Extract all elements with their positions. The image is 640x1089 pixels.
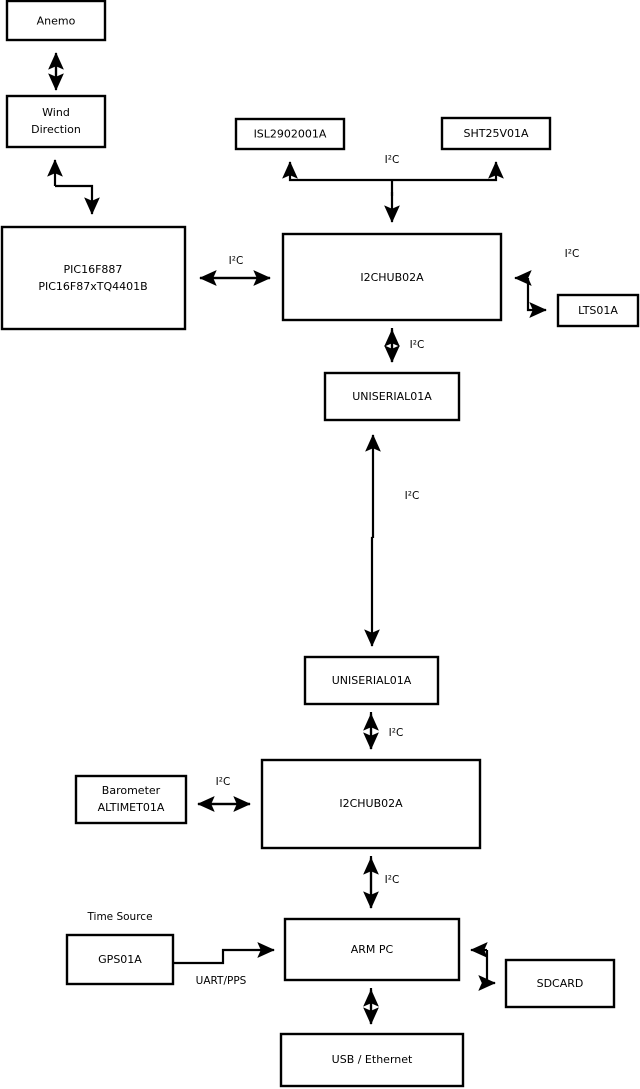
node-anemo[interactable]: Anemo	[5, 0, 107, 42]
edge-label-hub-sensors: I²C	[385, 154, 400, 166]
node-barometer[interactable]: Barometer ALTIMET01A	[74, 774, 188, 825]
edge-uniserial-link-elbow	[364, 536, 380, 647]
edge-layer	[47, 52, 547, 1025]
edge-label-layer: I²C I²C I²C I²C I²C I²C I²C I²C UART/PPS	[196, 154, 580, 987]
node-label-barometer-line2: ALTIMET01A	[98, 801, 165, 814]
node-label-hub-bottom: I2CHUB02A	[339, 797, 403, 810]
node-sht25v01a[interactable]: SHT25V01A	[440, 116, 552, 151]
node-label-pic-line1: PIC16F887	[64, 263, 123, 276]
node-uniserial01a-upper[interactable]: UNISERIAL01A	[323, 371, 461, 422]
edge-label-pic-hub: I²C	[229, 255, 244, 267]
node-label-anemo: Anemo	[37, 15, 76, 28]
edge-label-gps-armpc: UART/PPS	[196, 975, 247, 987]
node-uniserial01a-lower[interactable]: UNISERIAL01A	[303, 655, 440, 706]
node-i2chub02a-top[interactable]: I2CHUB02A	[281, 232, 503, 322]
edge-label-hub-armpc: I²C	[385, 874, 400, 886]
node-label-gps: GPS01A	[98, 953, 142, 966]
node-label-pic-line2: PIC16F87xTQ4401B	[38, 280, 147, 293]
node-label-uniserial-upper: UNISERIAL01A	[352, 390, 432, 403]
edge-armpc-to-sdcard	[478, 950, 496, 991]
edge-label-barometer-hub: I²C	[216, 776, 231, 788]
node-label-lts: LTS01A	[578, 304, 618, 317]
node-usb-ethernet[interactable]: USB / Ethernet	[279, 1032, 465, 1088]
node-label-barometer-line1: Barometer	[102, 784, 161, 797]
edge-hub-bus-to-isl	[282, 161, 392, 182]
node-label-uniserial-lower: UNISERIAL01A	[332, 674, 412, 687]
node-arm-pc[interactable]: ARM PC	[283, 917, 461, 982]
node-i2chub02a-bottom[interactable]: I2CHUB02A	[260, 758, 482, 850]
edge-hub-to-lts	[526, 278, 547, 318]
edge-gps-armpc	[173, 942, 275, 965]
edge-label-uniserial-hub-bottom: I²C	[389, 727, 404, 739]
free-label-layer: Time Source	[86, 911, 152, 923]
edge-label-hub-lts: I²C	[565, 248, 580, 260]
edge-hub-bus-to-sht	[392, 161, 504, 182]
node-label-sht: SHT25V01A	[463, 127, 528, 140]
node-lts01a[interactable]: LTS01A	[556, 293, 640, 328]
node-label-wind-line1: Wind	[42, 106, 70, 119]
edge-wind-pic-elbow	[55, 184, 100, 215]
node-label-usbeth: USB / Ethernet	[332, 1053, 413, 1066]
node-isl2902001a[interactable]: ISL2902001A	[234, 117, 346, 151]
edge-label-hub-uniserial: I²C	[410, 339, 425, 351]
node-gps01a[interactable]: GPS01A	[65, 933, 175, 986]
node-sdcard[interactable]: SDCARD	[504, 958, 616, 1009]
node-label-armpc: ARM PC	[351, 943, 394, 956]
label-time-source: Time Source	[86, 911, 152, 923]
edge-label-uniserial-link: I²C	[405, 490, 420, 502]
node-label-hub-top: I2CHUB02A	[360, 271, 424, 284]
node-pic[interactable]: PIC16F887 PIC16F87xTQ4401B	[0, 225, 187, 331]
node-label-isl: ISL2902001A	[254, 128, 327, 141]
node-label-sdcard: SDCARD	[537, 977, 584, 990]
node-label-wind-line2: Direction	[31, 123, 81, 136]
node-wind-direction[interactable]: Wind Direction	[5, 94, 107, 149]
